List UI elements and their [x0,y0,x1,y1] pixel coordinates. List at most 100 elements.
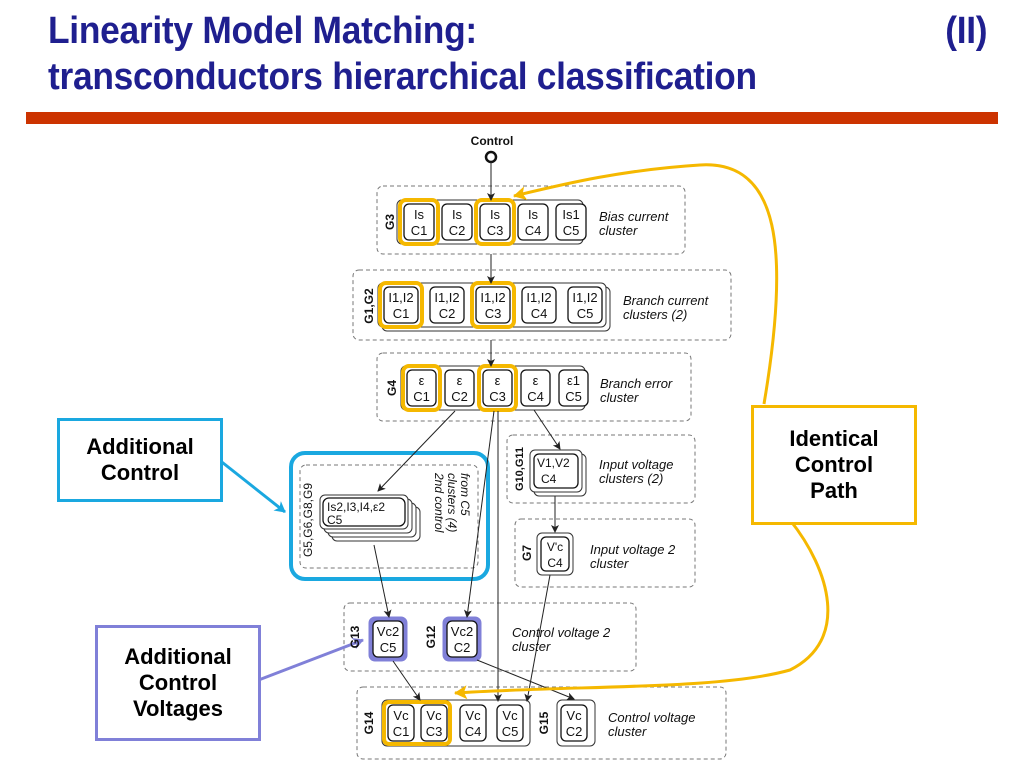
cluster-branch-error-cell-highlight [401,364,442,412]
cluster-bias-cell [441,203,473,241]
cluster-branch-current-group-label: G1,G2 [362,288,376,324]
cluster-control-voltage-highlight [382,700,452,746]
cluster-bias-cell [517,203,549,241]
cluster-bias-cell [479,203,511,241]
connector-additional-control [217,457,286,514]
cluster-branch-current-cell-bottom-label: C5 [577,306,594,321]
cluster-control-voltage-2-cell-top-label: Vc2 [451,624,473,639]
cluster-control-voltage-desc-1: Control voltage [608,710,695,725]
cluster-branch-error-group-label: G4 [385,380,399,396]
cluster-branch-current-desc-1: Branch current [623,293,710,308]
callout-additional-control-voltages: Additional Control Voltages [95,625,261,741]
cluster-branch-current-cell-bottom-label: C2 [439,306,456,321]
cluster-input-voltage-cell [533,453,579,489]
title-line-1: Linearity Model Matching: (II) [48,8,988,54]
cluster-control-voltage-cell-bottom-label: C4 [465,724,482,739]
arrow-g7-to-control-voltage [524,574,551,702]
cluster-control-voltage-cell-top-label: Vc [426,708,442,723]
cluster-branch-current-cell [475,286,511,324]
cluster-bias-cell-bottom-label: C2 [449,223,466,238]
cluster-second-control-desc-1: 2nd control [432,472,446,533]
title-main: Linearity Model Matching: [48,10,477,52]
cluster-branch-error-cell-top-label: ε [457,373,463,388]
cluster-bias-desc-2: cluster [599,223,638,238]
cluster-control-voltage-2-desc-2: cluster [512,639,551,654]
identical-path-upper [513,163,779,405]
cluster-input-voltage-2-desc-1: Input voltage 2 [590,542,676,557]
identical-path-lower [454,519,830,700]
cluster-input-voltage-desc-2: clusters (2) [599,471,663,486]
cluster-branch-current-cell [567,286,603,324]
title-rule [26,112,998,124]
cluster-branch-error-cell-bottom-label: C5 [565,389,582,404]
cluster-control-voltage-cell-top-label: Vc [566,708,582,723]
cluster-input-voltage-2-group-label: G7 [520,545,534,561]
title-line-2: transconductors hierarchical classificat… [48,56,757,98]
cluster-bias-cell-bottom-label: C3 [487,223,504,238]
cluster-branch-error-cell-bottom-label: C3 [489,389,506,404]
cluster-bias-cell [555,203,587,241]
arrow-second-control-to-g13 [373,544,392,618]
cluster-branch-current-cell-bottom-label: C1 [393,306,410,321]
cluster-second-control-group-label: G5,G6,G8,G9 [301,483,315,557]
cluster-branch-current-cell-highlight [378,281,424,329]
cluster-control-voltage-2-cell-top-label: Vc2 [377,624,399,639]
cluster-branch-current-cell [521,286,557,324]
cluster-second-control-cell-top-label: Is2,I3,I4,ε2 [327,500,385,514]
cluster-control-voltage-2-cell [372,620,404,658]
cluster-bias-desc-1: Bias current [599,209,670,224]
arrow-g12-to-g15 [476,659,575,701]
connector-additional-control-voltages [255,637,364,683]
title-part-number: (II) [945,10,988,52]
cluster-control-voltage-cell [387,704,415,742]
arrow-error-c4-to-input-voltage [533,409,561,450]
cluster-control-voltage-cell-top-label: Vc [465,708,481,723]
cluster-branch-current-cell-top-label: I1,I2 [388,290,413,305]
arrow-error-c3-to-g12 [463,410,495,618]
second-control-highlight [289,451,490,581]
cluster-second-control-boundary [299,464,479,569]
cluster-branch-error-cell [406,369,437,407]
cluster-branch-current-cell-top-label: I1,I2 [434,290,459,305]
cluster-control-voltage-cell-bottom-label: C1 [393,724,410,739]
cluster-bias-boundary [376,185,686,255]
cluster-bias-cell-bottom-label: C1 [411,223,428,238]
cluster-branch-error-cell [482,369,513,407]
cluster-control-voltage-group-label-g15: G15 [537,711,551,734]
cluster-bias-cell-top-label: Is1 [562,207,579,222]
cluster-control-voltage-cell [420,704,448,742]
cluster-branch-error-cell-top-label: ε1 [567,373,580,388]
cluster-input-voltage-boundary [506,434,696,504]
cluster-input-voltage-2-cell-top-label: V'c [547,540,563,554]
cluster-branch-error-desc-1: Branch error [600,376,673,391]
cluster-input-voltage-desc-1: Input voltage [599,457,673,472]
cluster-branch-error-cell-highlight [477,364,518,412]
cluster-branch-error-boundary [376,352,692,422]
cluster-branch-error-cell [520,369,551,407]
cluster-bias-cell-bottom-label: C5 [563,223,580,238]
cluster-branch-current-cell-top-label: I1,I2 [526,290,551,305]
cluster-input-voltage-2-cell [540,536,570,572]
cluster-input-voltage-group-label: G10,G11 [514,447,526,491]
cluster-branch-error-cell-bottom-label: C2 [451,389,468,404]
cluster-branch-current-desc-2: clusters (2) [623,307,687,322]
cluster-branch-error-cell [444,369,475,407]
cluster-bias-cell-highlight [474,198,516,246]
cluster-control-voltage-group-label-g14: G14 [362,711,376,734]
cluster-branch-current-cell-top-label: I1,I2 [572,290,597,305]
cluster-control-voltage-2-boundary [343,602,637,672]
cluster-control-voltage-2-desc-1: Control voltage 2 [512,625,611,640]
cluster-branch-current-cell-bottom-label: C4 [531,306,548,321]
cluster-bias-cell-top-label: Is [452,207,463,222]
cluster-control-voltage-2-cell-bottom-label: C5 [380,640,397,655]
slide-title: Linearity Model Matching: (II) transcond… [48,8,988,100]
cluster-control-voltage-cell-bottom-label: C2 [566,724,583,739]
callout-additional-control-voltages-text: Additional Control Voltages [124,644,232,721]
cluster-control-voltage-cell [560,704,588,742]
cluster-branch-error-cell-top-label: ε [419,373,425,388]
callout-identical-control-path-text: Identical Control Path [789,426,879,503]
cluster-control-voltage-cell [496,704,524,742]
cluster-control-voltage-2-cell-bottom-label: C2 [454,640,471,655]
cluster-branch-current-cell [429,286,465,324]
